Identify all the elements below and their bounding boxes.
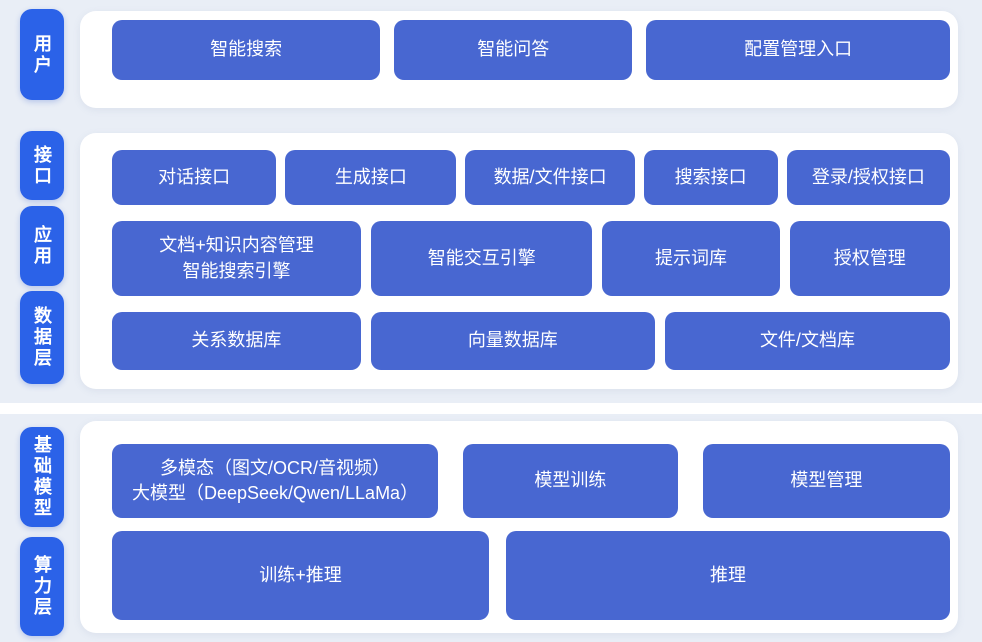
panel-user-layer: 智能搜索 智能问答 配置管理入口 bbox=[80, 11, 958, 108]
row-compute: 训练+推理 推理 bbox=[112, 531, 950, 620]
layer-label-compute: 算力层 bbox=[20, 537, 64, 636]
layer-label-interface: 接口 bbox=[20, 131, 64, 200]
layer-label-user: 用户 bbox=[20, 9, 64, 100]
panel-interface-application-data: 对话接口 生成接口 数据/文件接口 搜索接口 登录/授权接口 文档+知识内容管理… bbox=[80, 133, 958, 389]
node-generation-api: 生成接口 bbox=[285, 150, 457, 205]
node-smart-search: 智能搜索 bbox=[112, 20, 381, 80]
node-dialog-api: 对话接口 bbox=[112, 150, 277, 205]
node-multimodal-large-model: 多模态（图文/OCR/音视频） 大模型（DeepSeek/Qwen/LLaMa） bbox=[112, 444, 439, 518]
node-authorization-management: 授权管理 bbox=[789, 221, 951, 296]
node-search-api: 搜索接口 bbox=[643, 150, 778, 205]
panel-model-compute: 多模态（图文/OCR/音视频） 大模型（DeepSeek/Qwen/LLaMa）… bbox=[80, 421, 958, 633]
row-foundation-model: 多模态（图文/OCR/音视频） 大模型（DeepSeek/Qwen/LLaMa）… bbox=[112, 444, 950, 518]
row-data: 关系数据库 向量数据库 文件/文档库 bbox=[112, 312, 951, 370]
node-smart-interaction-engine: 智能交互引擎 bbox=[371, 221, 593, 296]
node-login-auth-api: 登录/授权接口 bbox=[786, 150, 950, 205]
node-doc-knowledge-search-engine: 文档+知识内容管理 智能搜索引擎 bbox=[112, 221, 361, 296]
layer-label-data: 数据层 bbox=[20, 291, 64, 384]
node-vector-database: 向量数据库 bbox=[370, 312, 655, 370]
row-application: 文档+知识内容管理 智能搜索引擎 智能交互引擎 提示词库 授权管理 bbox=[112, 221, 951, 296]
node-model-management: 模型管理 bbox=[702, 444, 950, 518]
row-interface: 对话接口 生成接口 数据/文件接口 搜索接口 登录/授权接口 bbox=[112, 150, 950, 205]
row-user: 智能搜索 智能问答 配置管理入口 bbox=[112, 20, 950, 80]
layer-label-foundation-model: 基础模型 bbox=[20, 427, 64, 527]
node-data-file-api: 数据/文件接口 bbox=[465, 150, 635, 205]
node-inference: 推理 bbox=[506, 531, 950, 620]
node-config-management-entry: 配置管理入口 bbox=[646, 20, 950, 80]
node-relational-database: 关系数据库 bbox=[112, 312, 361, 370]
node-training-plus-inference: 训练+推理 bbox=[112, 531, 490, 620]
node-prompt-library: 提示词库 bbox=[602, 221, 780, 296]
node-smart-qa: 智能问答 bbox=[394, 20, 633, 80]
node-model-training: 模型训练 bbox=[463, 444, 678, 518]
layer-label-application: 应用 bbox=[20, 206, 64, 286]
node-file-document-store: 文件/文档库 bbox=[664, 312, 951, 370]
